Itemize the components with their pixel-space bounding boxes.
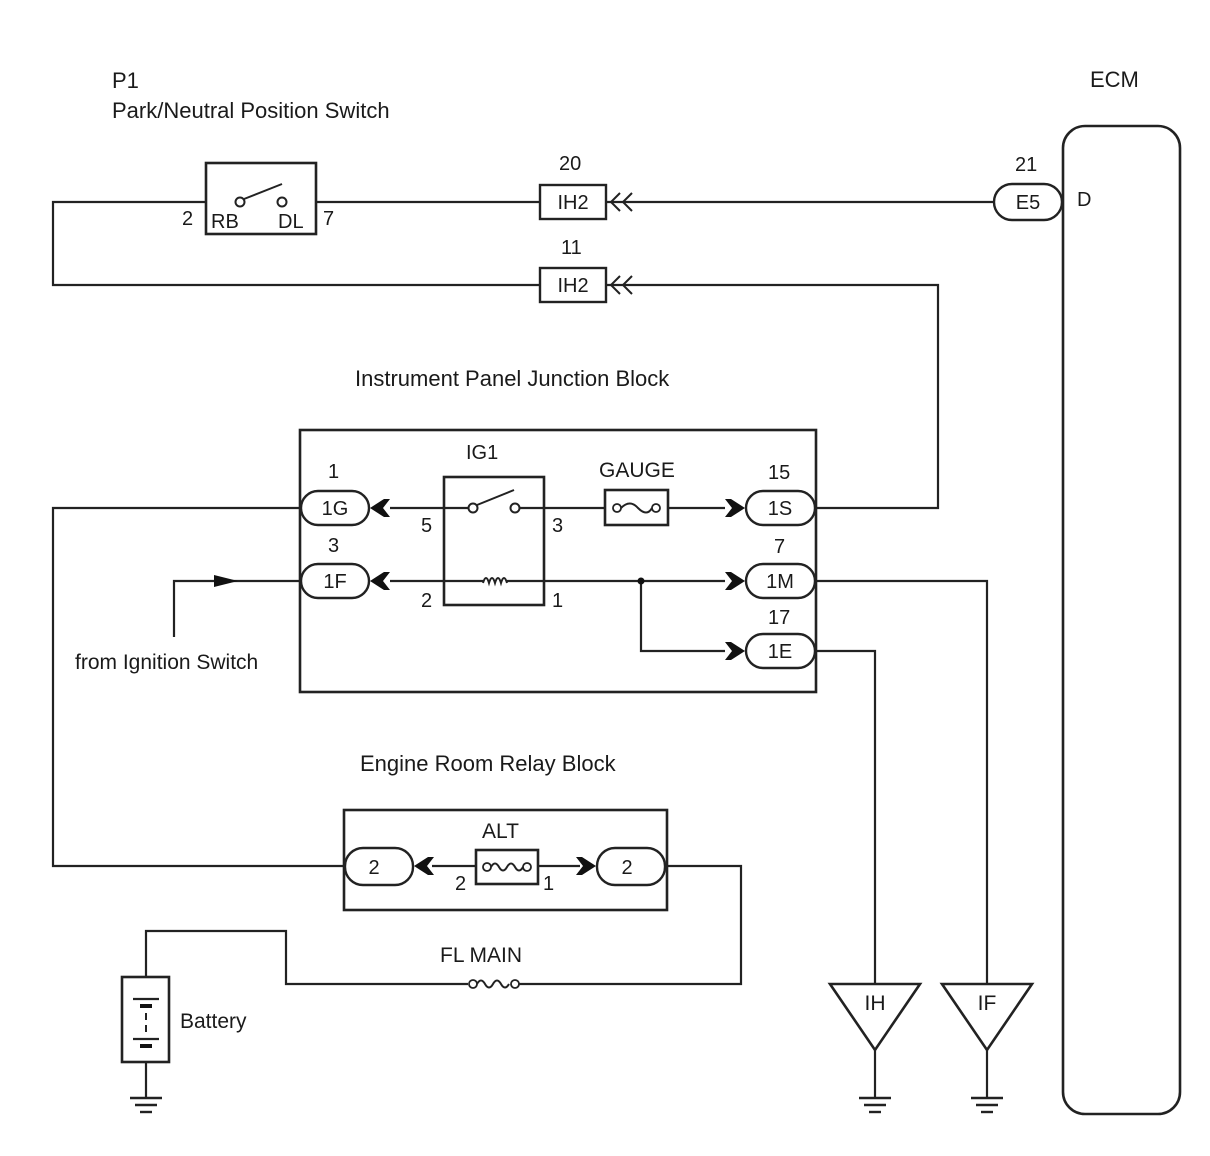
park-neutral-switch: P1 Park/Neutral Position Switch 2 7 RB D… — [112, 68, 390, 236]
relay-coil-icon — [482, 577, 508, 587]
ecm-title: ECM — [1090, 67, 1139, 92]
ig1-relay-box — [442, 475, 546, 607]
junction-if-triangle — [939, 982, 1035, 1053]
alt-fuse-label: ALT — [482, 820, 519, 843]
relay-switch-lever — [476, 489, 515, 506]
relay-contact-right — [509, 502, 521, 514]
ih2-top-label: IH2 — [557, 192, 588, 214]
conn-1f-pin: 3 — [328, 535, 339, 557]
conn-1m — [744, 562, 817, 600]
junction-ih-label: IH — [865, 992, 886, 1015]
battery-box — [120, 975, 171, 1064]
errb-title: Engine Room Relay Block — [360, 751, 617, 776]
switch-contact-left — [234, 196, 246, 208]
connector-chevron-icon — [609, 275, 621, 295]
errb-conn-left-label: 2 — [368, 857, 379, 879]
fusible-link-icon — [476, 979, 510, 989]
ecm-connector — [992, 182, 1064, 222]
fl-main-fuse: FL MAIN — [440, 944, 522, 989]
ignition-feed: from Ignition Switch — [75, 575, 258, 674]
switch-contact-right — [276, 196, 288, 208]
switch-code: P1 — [112, 68, 139, 93]
connector-chevron-icon — [621, 275, 633, 295]
gauge-fuse-box — [603, 488, 670, 527]
fl-main-label: FL MAIN — [440, 944, 522, 967]
junction-if: IF — [939, 982, 1035, 1053]
from-ignition-label: from Ignition Switch — [75, 651, 258, 674]
fuse-icon — [620, 502, 653, 514]
arrow-left-icon — [414, 857, 434, 875]
arrow-left-icon — [370, 572, 390, 590]
battery: Battery — [120, 975, 247, 1064]
switch-terminal-dl: DL — [278, 211, 304, 233]
arrow-right-icon — [576, 857, 596, 875]
switch-pin-left: 2 — [182, 208, 193, 230]
ih2-connector-top: 20 IH2 — [538, 153, 633, 221]
arrow-right-icon — [214, 575, 238, 587]
relay-pin-5: 5 — [421, 515, 432, 537]
conn-1g-label: 1G — [322, 498, 349, 520]
arrow-left-icon — [370, 499, 390, 517]
errb-conn-right — [595, 846, 667, 887]
fusible-link-icon — [490, 862, 524, 872]
errb-conn-left — [343, 846, 415, 887]
gauge-fuse-label: GAUGE — [599, 459, 675, 482]
ig1-relay-name: IG1 — [466, 442, 498, 464]
conn-1e-pin: 17 — [768, 607, 790, 629]
junction-ih-triangle — [827, 982, 923, 1053]
conn-1e — [744, 632, 817, 670]
ground-if-icon — [971, 1096, 1003, 1114]
engine-room-relay-block: Engine Room Relay Block 2 2 ALT 2 1 — [342, 751, 669, 912]
alt-pin-left: 2 — [455, 873, 466, 895]
connector-chevron-icon — [609, 192, 621, 212]
relay-pin-3: 3 — [552, 515, 563, 537]
ground-ih-icon — [859, 1096, 891, 1114]
ih2-bottom-label: IH2 — [557, 275, 588, 297]
ih2-bottom-pin: 11 — [561, 237, 582, 259]
arrow-right-icon — [725, 499, 745, 517]
switch-pin-right: 7 — [323, 208, 334, 230]
alt-pin-right: 1 — [543, 873, 554, 895]
errb-conn-right-label: 2 — [621, 857, 632, 879]
conn-1e-label: 1E — [768, 641, 792, 663]
switch-terminal-rb: RB — [211, 211, 239, 233]
conn-1f — [299, 562, 371, 600]
relay-pin-2: 2 — [421, 590, 432, 612]
instrument-panel-junction-block: Instrument Panel Junction Block IG1 5 3 … — [298, 366, 818, 694]
arrow-right-icon — [725, 572, 745, 590]
conn-1m-label: 1M — [766, 571, 794, 593]
splice-dot — [637, 577, 645, 585]
conn-1g — [299, 489, 371, 527]
connector-chevron-icon — [621, 192, 633, 212]
relay-contact-left — [467, 502, 479, 514]
conn-1m-pin: 7 — [774, 536, 785, 558]
ecm-terminal: D — [1077, 189, 1091, 211]
wires — [51, 200, 994, 1098]
conn-1f-label: 1F — [323, 571, 346, 593]
errb-box — [342, 808, 669, 912]
switch-lever — [243, 183, 283, 200]
conn-1s — [744, 489, 817, 527]
switch-box — [204, 161, 318, 236]
switch-name: Park/Neutral Position Switch — [112, 98, 390, 123]
ecm: ECM 21 E5 D — [992, 67, 1182, 1116]
conn-1s-label: 1S — [768, 498, 792, 520]
junction-ih: IH — [827, 982, 923, 1053]
battery-label: Battery — [180, 1010, 247, 1033]
junction-if-label: IF — [978, 992, 997, 1015]
ground-battery-icon — [130, 1096, 162, 1114]
ih2-connector-bottom: 11 IH2 — [538, 237, 633, 304]
ecm-box — [1061, 124, 1182, 1116]
arrow-right-icon — [725, 642, 745, 660]
ecm-connector-label: E5 — [1016, 192, 1040, 214]
ipjb-title: Instrument Panel Junction Block — [355, 366, 670, 391]
conn-1s-pin: 15 — [768, 462, 790, 484]
ipjb-box — [298, 428, 818, 694]
ecm-pin: 21 — [1015, 154, 1037, 176]
alt-fuse-box — [474, 848, 540, 886]
conn-1g-pin: 1 — [328, 461, 339, 483]
ih2-top-pin: 20 — [559, 153, 581, 175]
relay-pin-1: 1 — [552, 590, 563, 612]
